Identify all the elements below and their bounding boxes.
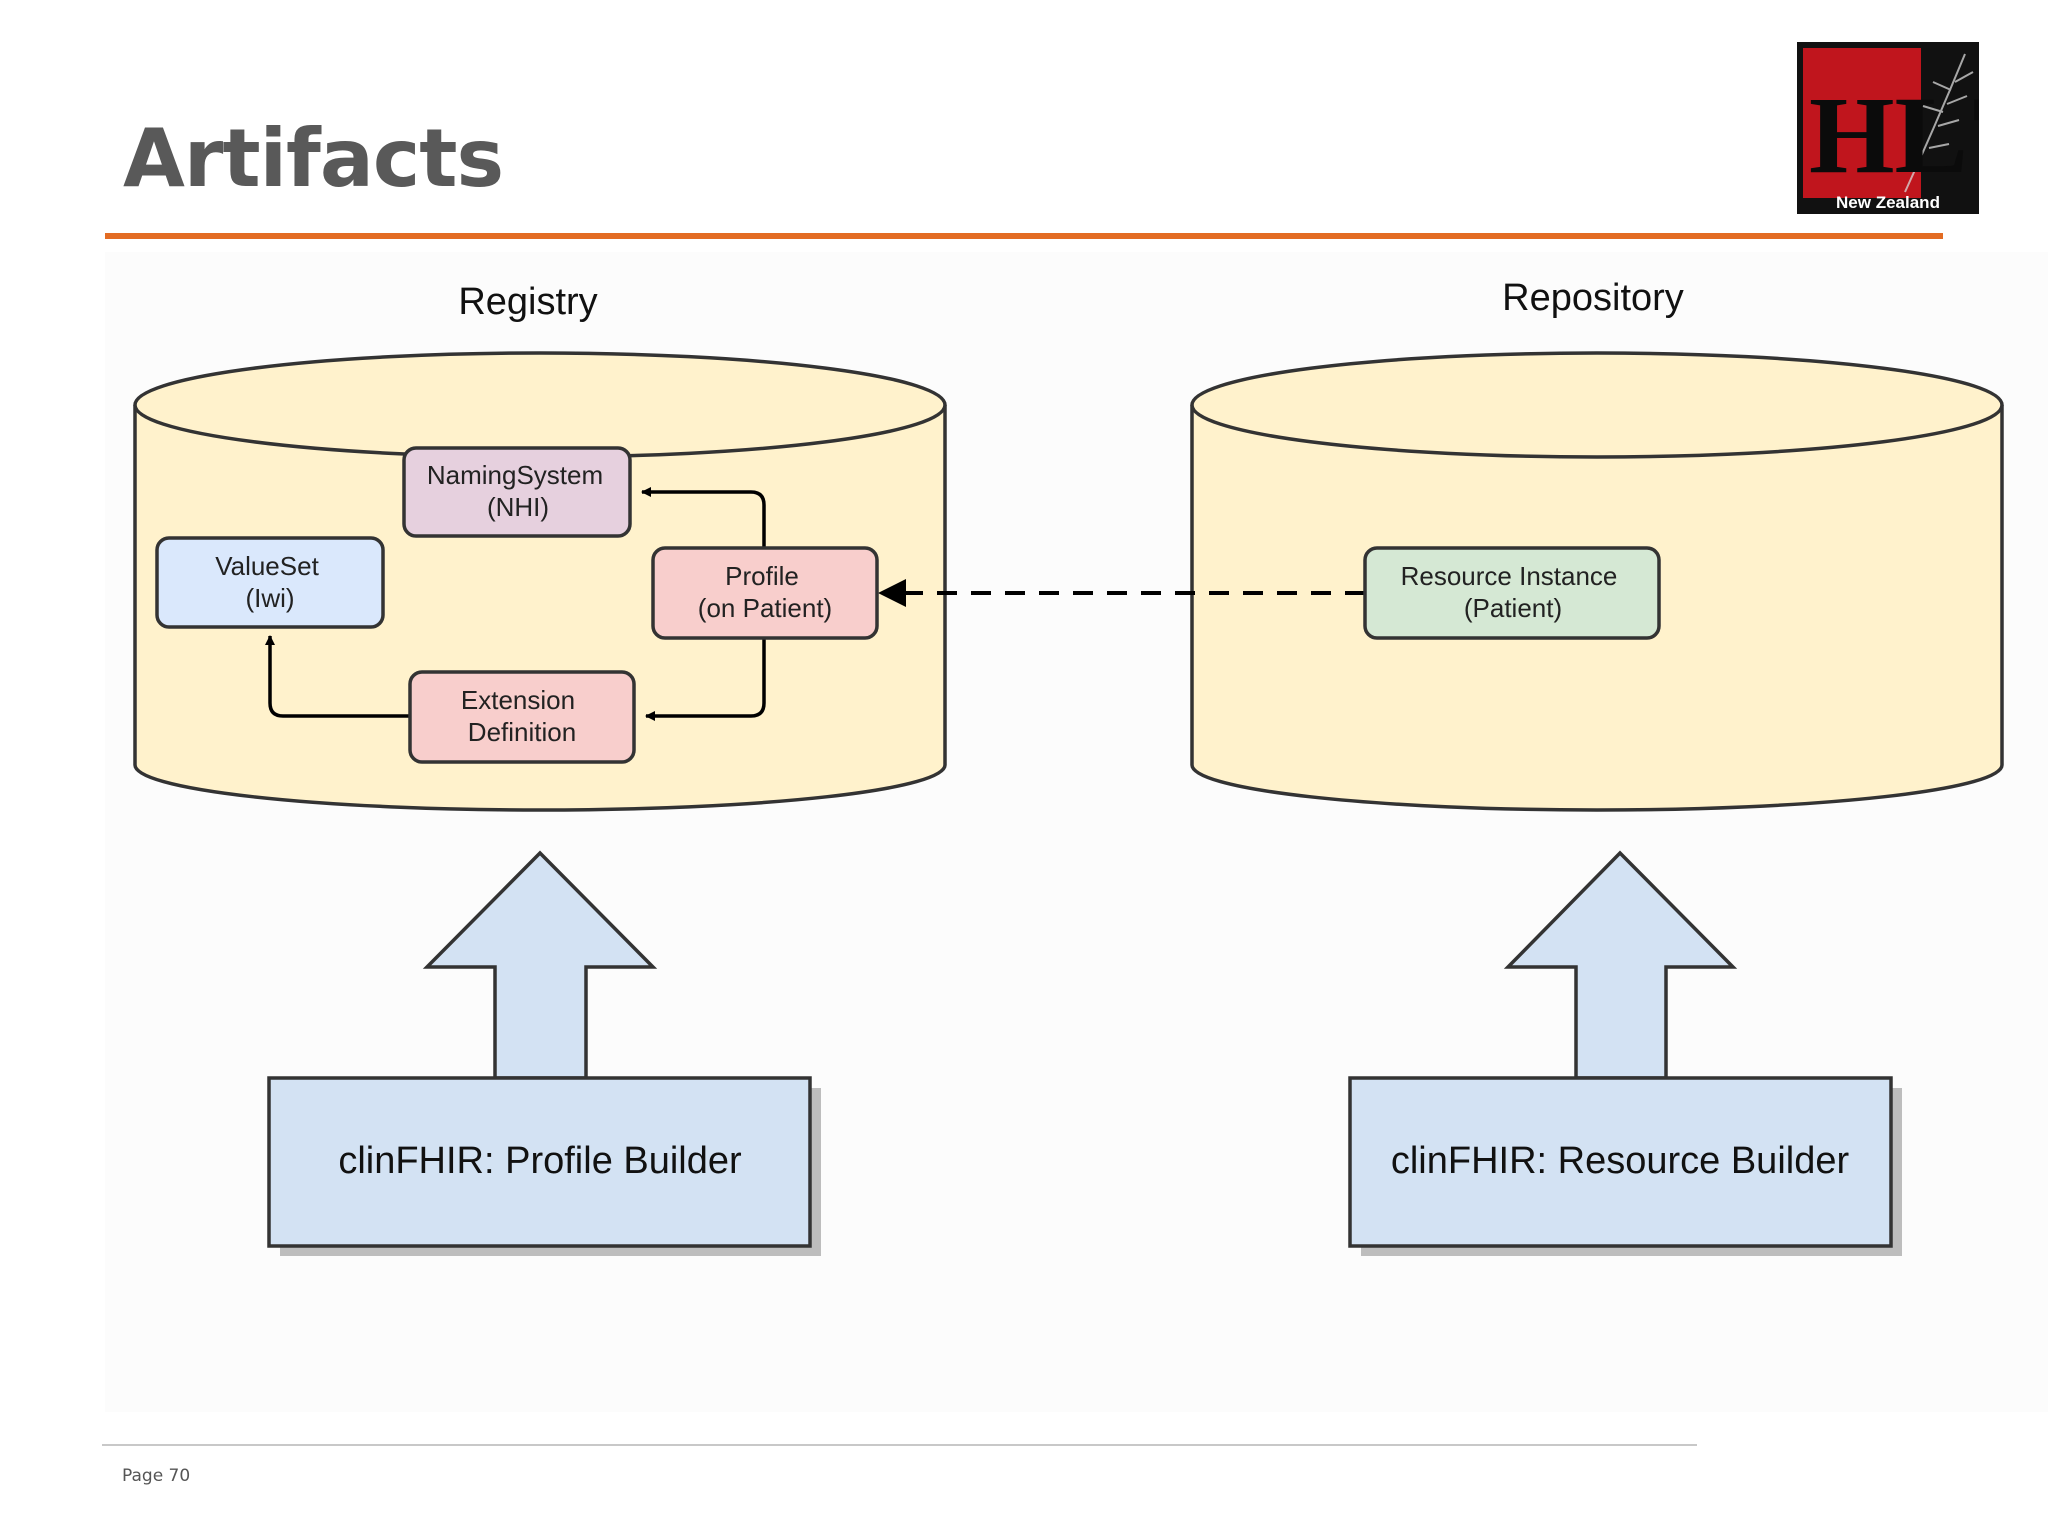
resource-builder-label: clinFHIR: Resource Builder [1391,1140,1850,1182]
resource-builder-box [1348,1076,1893,1248]
namingsystem-line1: NamingSystem [427,460,603,490]
profile-builder-box [267,1076,812,1248]
profile-line1: Profile [725,561,799,591]
extension-line2: Definition [468,717,576,747]
extension-definition-node: Extension Definition [408,670,636,764]
resource-instance-line1: Resource Instance [1401,561,1618,591]
instance-to-profile-arrowhead [878,579,906,607]
profile-builder-label: clinFHIR: Profile Builder [338,1140,742,1182]
repository-label: Repository [1502,277,1684,319]
namingsystem-line2: (NHI) [487,492,549,522]
valueset-node: ValueSet (Iwi) [155,536,385,629]
logo-letters: HL7 [1809,74,1979,196]
registry-cylinder [133,351,947,812]
registry-label: Registry [458,281,597,323]
profile-to-extension-connector [645,638,766,721]
extension-line1: Extension [461,685,575,715]
profile-to-namingsystem-connector [641,487,766,548]
profile-builder-up-arrow [422,850,658,1080]
title-underline [105,233,1943,239]
valueset-line1: ValueSet [215,551,319,581]
resource-instance-line2: (Patient) [1464,593,1562,623]
valueset-line2: (Iwi) [245,583,294,613]
namingsystem-node: NamingSystem (NHI) [402,446,632,538]
page-number: Page 70 [122,1466,191,1486]
resource-instance-node: Resource Instance (Patient) [1363,546,1661,640]
logo-subtitle: New Zealand [1836,193,1940,212]
extension-to-valueset-connector [265,635,410,718]
resource-builder-up-arrow [1503,850,1738,1080]
slide-title: Artifacts [123,112,504,205]
footer-divider [102,1444,1697,1446]
profile-line2: (on Patient) [698,593,832,623]
profile-node: Profile (on Patient) [651,546,879,640]
hl7-new-zealand-logo: HL7 New Zealand [1797,42,1979,214]
